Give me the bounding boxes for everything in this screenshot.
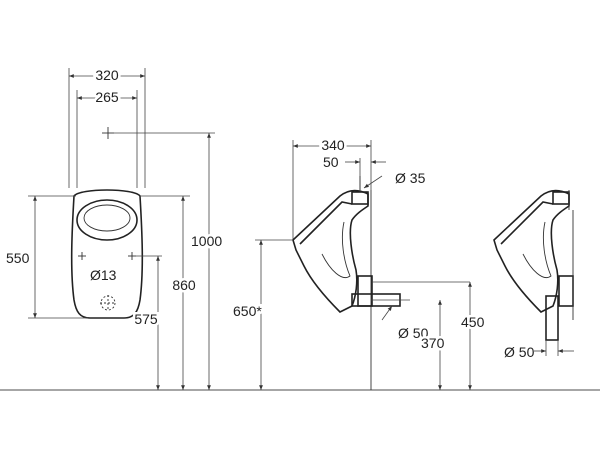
dim-label-340: 340 [321,137,345,153]
side-view: 340 50 Ø 35 Ø 50 650* 370 45 [231,135,487,390]
urinal-side-body [292,189,369,313]
dim-label-860: 860 [172,277,196,293]
dim-label-265: 265 [95,89,119,105]
inlet-connector [351,191,369,205]
side-view-alt: Ø 50 [493,189,574,360]
front-view: 320 265 Ø13 550 575 [6,65,225,390]
dim-label-50-top: 50 [323,154,339,170]
outlet-diameter-label: Ø 50 [398,325,429,341]
dim-label-1000: 1000 [191,233,222,249]
dim-label-450: 450 [461,314,485,330]
vertical-outlet-pipe [545,295,559,341]
urinal-side-alt-body [493,189,570,313]
urinal-front-body [70,189,144,319]
alt-outlet-diameter-label: Ø 50 [504,344,535,360]
dim-label-370: 370 [421,335,445,351]
drain-hole-label: Ø13 [90,267,117,283]
dim-label-550: 550 [6,250,30,266]
urinal-front-bowl [76,199,138,241]
inlet-diameter-label: Ø 35 [395,170,426,186]
dim-label-575: 575 [134,311,158,327]
dim-label-650: 650* [233,303,262,319]
dim-label-320: 320 [95,67,119,83]
